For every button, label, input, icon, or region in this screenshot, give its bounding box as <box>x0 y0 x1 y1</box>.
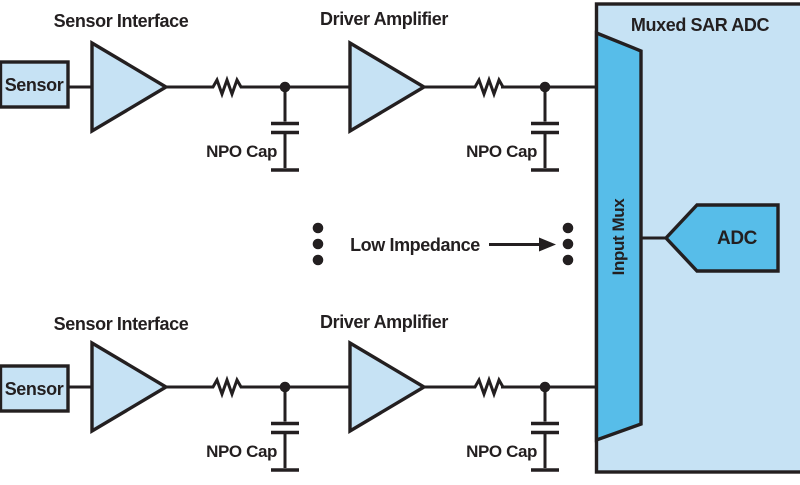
low-impedance-callout: Low Impedance <box>312 222 574 266</box>
ellipsis-dot <box>562 254 574 266</box>
resistor <box>471 75 505 99</box>
signal-chain-top: Sensor Interface Driver Amplifier Sensor… <box>0 9 598 172</box>
npo-cap-label: NPO Cap <box>206 442 277 461</box>
signal-chain-bottom: Sensor Interface Driver Amplifier Sensor… <box>0 312 598 472</box>
input-mux-label: Input Mux <box>609 198 628 276</box>
ellipsis-dot <box>312 222 324 234</box>
resistor <box>471 375 505 399</box>
driver-amplifier-label: Driver Amplifier <box>320 312 448 332</box>
adc-block-title: Muxed SAR ADC <box>631 15 770 35</box>
driver-amp <box>348 40 428 134</box>
ellipsis-dot <box>312 238 324 250</box>
resistor <box>209 75 243 99</box>
sensor-interface-amp <box>90 40 170 134</box>
npo-cap-label: NPO Cap <box>206 142 277 161</box>
npo-cap-label: NPO Cap <box>466 442 537 461</box>
low-impedance-label: Low Impedance <box>350 235 480 255</box>
resistor <box>209 375 243 399</box>
sensor-box <box>0 364 70 413</box>
npo-cap-label: NPO Cap <box>466 142 537 161</box>
adc-shape <box>663 203 780 273</box>
sensor-label: Sensor <box>5 75 64 95</box>
ellipsis-dot <box>562 222 574 234</box>
driver-amplifier-label: Driver Amplifier <box>320 9 448 29</box>
arrow-head-icon <box>539 237 556 252</box>
sensor-interface-label: Sensor Interface <box>54 314 189 334</box>
input-mux-shape <box>594 30 643 443</box>
sensor-interface-amp <box>90 340 170 434</box>
sensor-interface-label: Sensor Interface <box>54 11 189 31</box>
muxed-sar-adc-block: Muxed SAR ADC Input Mux ADC <box>594 2 800 474</box>
ellipsis-dot <box>562 238 574 250</box>
adc-label: ADC <box>717 228 758 249</box>
driver-amp <box>348 340 428 434</box>
sensor-box <box>0 60 70 109</box>
sensor-label: Sensor <box>5 379 64 399</box>
ellipsis-dot <box>312 254 324 266</box>
